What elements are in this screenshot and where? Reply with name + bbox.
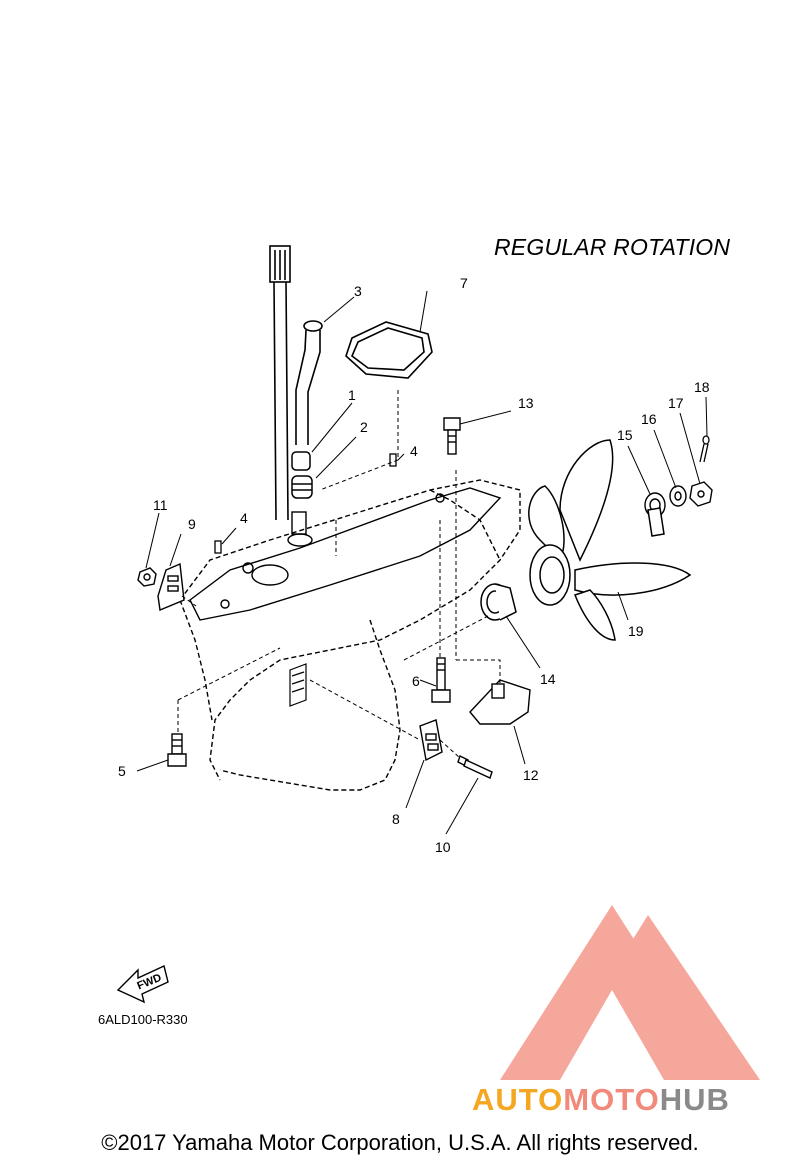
- anode: [419, 719, 443, 762]
- spacer-14: [480, 583, 517, 621]
- cotter-pin-18: [699, 435, 710, 463]
- bolt-5: [167, 733, 187, 767]
- drawing-code: 6ALD100-R330: [98, 1012, 188, 1027]
- callout-10: 10: [435, 839, 451, 855]
- callout-18: 18: [694, 379, 710, 395]
- watermark-logo-icon: [500, 905, 760, 1080]
- trim-tab: [157, 562, 185, 611]
- callout-3: 3: [354, 283, 362, 299]
- diagram-title: REGULAR ROTATION: [494, 234, 731, 260]
- callout-13: 13: [518, 395, 534, 411]
- callout-1: 1: [348, 387, 356, 403]
- washer-16: [669, 485, 687, 507]
- callout-labels: 1 2 3 4 4 5 6 7 8 9 10 11 12 13 14 15 16…: [118, 275, 710, 855]
- callout-17: 17: [668, 395, 684, 411]
- callout-7: 7: [460, 275, 468, 291]
- lower-unit-housing: [179, 479, 521, 791]
- callout-12: 12: [523, 767, 539, 783]
- watermark-auto: AUTO: [472, 1082, 564, 1117]
- screw-10: [457, 755, 493, 779]
- bolt-6: [431, 657, 451, 703]
- cover-12: [469, 679, 531, 725]
- callout-11: 11: [153, 497, 168, 513]
- gasket: [345, 321, 433, 379]
- grommet-lower: [291, 475, 313, 499]
- callout-6: 6: [412, 673, 420, 689]
- callout-16: 16: [641, 411, 657, 427]
- propeller: [528, 439, 692, 641]
- watermark-brand: AUTOMOTOHUB: [472, 1082, 730, 1118]
- callout-2: 2: [360, 419, 368, 435]
- callout-14: 14: [540, 671, 556, 687]
- leader-lines: [136, 290, 708, 835]
- copyright-notice: ©2017 Yamaha Motor Corporation, U.S.A. A…: [101, 1130, 699, 1155]
- callout-15: 15: [617, 427, 633, 443]
- grommet-upper: [291, 451, 311, 471]
- callout-4a: 4: [240, 510, 248, 526]
- cooling-intake-grate: [289, 663, 307, 707]
- dowel-pin-right: [389, 453, 397, 467]
- nut-11: [137, 567, 157, 587]
- watermark-moto: MOTO: [563, 1082, 660, 1117]
- callout-9: 9: [188, 516, 196, 532]
- callout-8: 8: [392, 811, 400, 827]
- nut-17: [689, 481, 713, 507]
- water-pipe: [295, 320, 323, 445]
- callout-4b: 4: [410, 443, 418, 459]
- callout-5: 5: [118, 763, 126, 779]
- callout-19: 19: [628, 623, 644, 639]
- fwd-arrow-icon: [116, 965, 169, 1004]
- watermark-hub: HUB: [659, 1082, 730, 1117]
- bolt-13: [443, 417, 461, 455]
- lower-unit-top-plate: [189, 487, 502, 621]
- dowel-pin-left: [214, 540, 222, 554]
- drive-shaft: [269, 245, 291, 521]
